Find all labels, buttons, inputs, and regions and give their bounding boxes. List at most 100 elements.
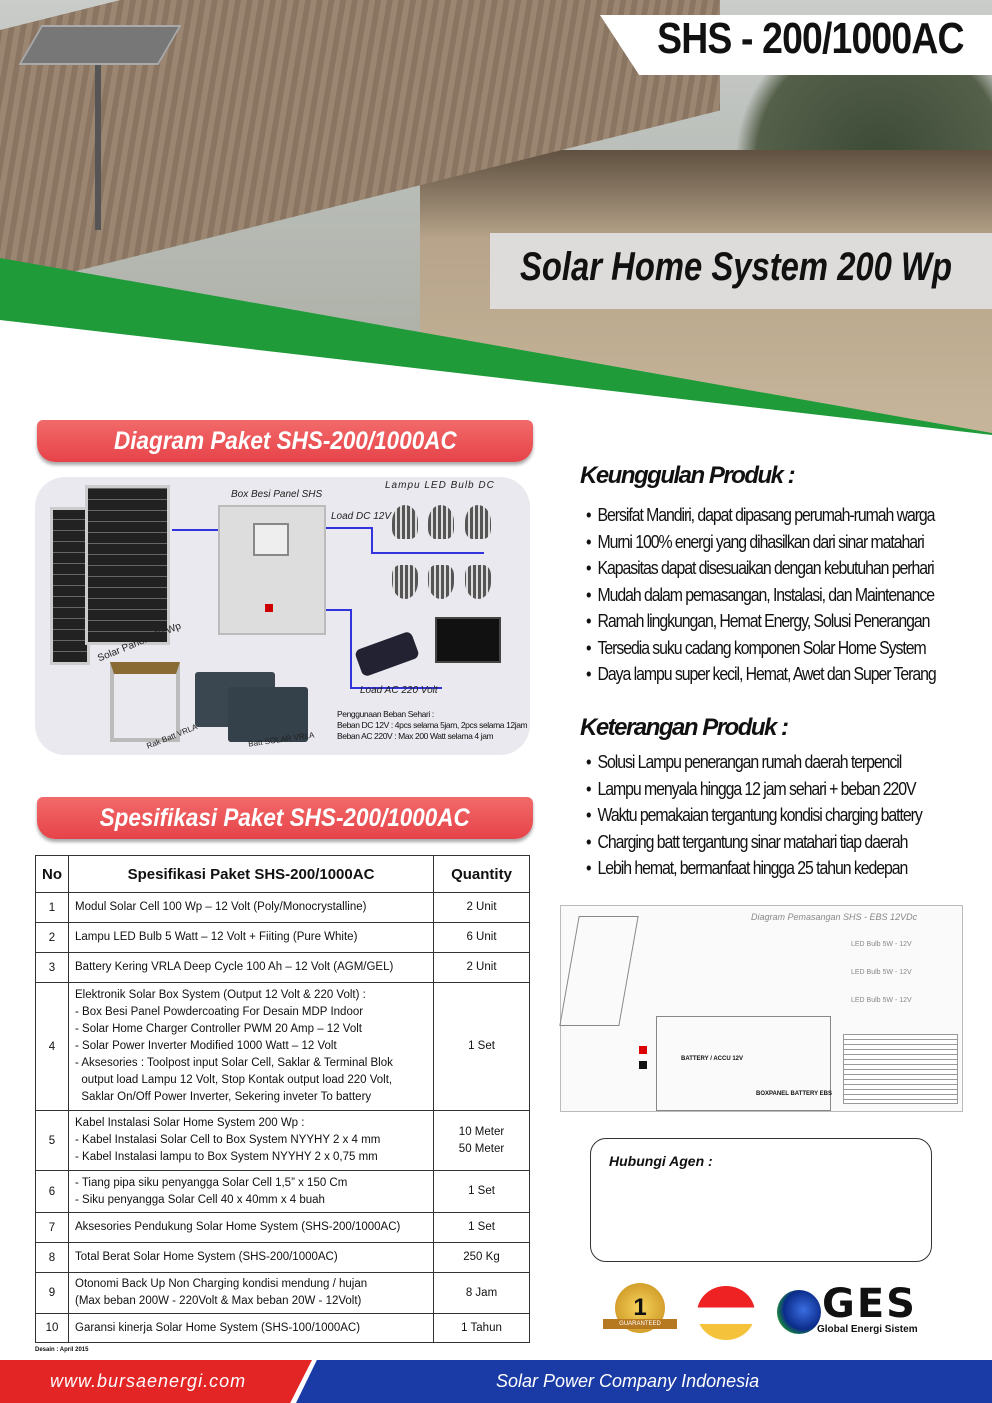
solar-cell-drawing	[559, 916, 639, 1026]
col-no: No	[35, 855, 69, 893]
advantages-list: Bersifat Mandiri, dapat dipasang perumah…	[586, 505, 983, 691]
installation-diagram: Diagram Pemasangan SHS - EBS 12VDc BATTE…	[559, 905, 963, 1112]
indonesia-product-logo	[697, 1286, 755, 1340]
battery-label: BATTERY / ACCU 12V	[681, 1056, 744, 1062]
box-label: Box Besi Panel SHS	[231, 489, 323, 500]
table-row: 10 Garansi kinerja Solar Home System (SHS…	[35, 1313, 530, 1343]
spec-line: - Solar Home Charger Controller PWM 20 A…	[75, 1023, 362, 1035]
guarantee-ribbon: GUARANTEED	[603, 1319, 677, 1329]
list-item: Lampu menyala hingga 12 jam sehari + beb…	[586, 779, 922, 806]
design-note: Desain : April 2015	[35, 1347, 89, 1353]
led-label: LED Bulb 5W - 12V	[851, 941, 912, 948]
row-spec: Aksesories Pendukung Solar Home System (…	[68, 1212, 434, 1243]
spec-line: - Aksesories : Toolpost input Solar Cell…	[75, 1057, 393, 1069]
led-label: LED Bulb 5W - 12V	[851, 969, 912, 976]
led-label: LED Bulb 5W - 12V	[851, 997, 912, 1004]
row-spec: Modul Solar Cell 100 Wp – 12 Volt (Poly/…	[68, 892, 434, 923]
qty-line: 6 Unit	[466, 931, 497, 943]
led-bulb-image	[392, 565, 418, 599]
spec-line: - Box Besi Panel Powdercoating For Desai…	[75, 1006, 364, 1018]
package-diagram: Solar Panel 100 Wp Box Besi Panel SHS La…	[35, 477, 530, 755]
row-no: 5	[35, 1110, 69, 1171]
list-item: Lebih hemat, bermanfaat hingga 25 tahun …	[586, 858, 922, 885]
load-ac-label: Load AC 220 Volt	[360, 685, 438, 696]
usage-line: Beban AC 220V : Max 200 Watt selama 4 ja…	[337, 731, 494, 741]
row-qty: 2 Unit	[433, 952, 530, 983]
usage-line: Penggunaan Beban Sehari :	[337, 709, 434, 719]
terminal-positive	[639, 1046, 647, 1054]
row-qty: 1 Set	[433, 1212, 530, 1243]
qty-line: 1 Set	[468, 1221, 495, 1233]
panel-box-image	[218, 505, 326, 635]
row-qty: 1 Set	[433, 1170, 530, 1213]
guarantee-logo: 1 GUARANTEED	[603, 1283, 677, 1341]
list-item: Kapasitas dapat disesuaikan dengan kebut…	[586, 558, 936, 585]
page-subtitle: Solar Home System 200 Wp	[520, 245, 953, 289]
spec-line: Elektronik Solar Box System (Output 12 V…	[75, 989, 366, 1001]
row-spec: Otonomi Back Up Non Charging kondisi men…	[68, 1272, 434, 1314]
install-title: Diagram Pemasangan SHS - EBS 12VDc	[751, 912, 918, 922]
usage-line: Beban DC 12V : 4pcs selama 5jam, 2pcs se…	[337, 720, 528, 730]
row-spec: Battery Kering VRLA Deep Cycle 100 Ah – …	[68, 952, 434, 983]
led-labels: LED Bulb 5W - 12V LED Bulb 5W - 12V LED …	[851, 931, 912, 1015]
row-no: 10	[35, 1313, 69, 1343]
footer-blue: Solar Power Company Indonesia	[296, 1360, 992, 1403]
legend-notes	[843, 1034, 958, 1104]
list-item: Bersifat Mandiri, dapat dipasang perumah…	[586, 505, 936, 532]
qty-line: 2 Unit	[466, 961, 497, 973]
spec-line: - Tiang pipa siku penyangga Solar Cell 1…	[75, 1176, 348, 1189]
spec-line: (Max beban 200W - 220Volt & Max beban 20…	[75, 1295, 362, 1307]
rooftop-solar-panel	[18, 25, 182, 65]
description-list: Solusi Lampu penerangan rumah daerah ter…	[586, 752, 968, 885]
row-spec: Elektronik Solar Box System (Output 12 V…	[68, 982, 434, 1111]
row-spec: Garansi kinerja Solar Home System (SHS-1…	[68, 1313, 434, 1343]
spec-line: Lampu LED Bulb 5 Watt – 12 Volt + Fiitin…	[75, 931, 358, 943]
spec-table: No Spesifikasi Paket SHS-200/1000AC Quan…	[35, 855, 530, 1343]
battery-rack-image	[110, 662, 180, 742]
led-bulb-image	[392, 505, 418, 539]
row-no: 7	[35, 1212, 69, 1243]
row-no: 6	[35, 1170, 69, 1213]
qty-line: 1 Set	[468, 1040, 495, 1052]
panel-pole	[95, 60, 101, 230]
spec-banner: Spesifikasi Paket SHS-200/1000AC	[37, 797, 533, 839]
website-link[interactable]: www.bursaenergi.com	[50, 1371, 247, 1391]
ges-full-name: Global Energi Sistem	[817, 1324, 918, 1335]
row-spec: Lampu LED Bulb 5 Watt – 12 Volt + Fiitin…	[68, 922, 434, 953]
usage-note: Penggunaan Beban Sehari : Beban DC 12V :…	[337, 709, 528, 742]
ges-logo-text: GES	[822, 1281, 917, 1327]
footer-red: www.bursaenergi.com	[0, 1360, 312, 1403]
controller-display	[253, 523, 289, 556]
agent-contact-box: Hubungi Agen :	[590, 1138, 932, 1262]
row-no: 1	[35, 892, 69, 923]
tv-image	[435, 617, 501, 663]
row-qty: 1 Set	[433, 982, 530, 1111]
qty-line: 250 Kg	[463, 1251, 500, 1263]
spec-line: output load Lampu 12 Volt, Stop Kontak o…	[75, 1074, 393, 1086]
qty-line: 1 Set	[468, 1185, 495, 1197]
row-spec: Kabel Instalasi Solar Home System 200 Wp…	[68, 1110, 434, 1171]
list-item: Waktu pemakaian tergantung kondisi charg…	[586, 805, 923, 832]
wire	[172, 529, 218, 531]
qty-line: 2 Unit	[466, 901, 497, 913]
list-item: Solusi Lampu penerangan rumah daerah ter…	[586, 752, 922, 779]
list-item: Charging batt tergantung sinar matahari …	[586, 832, 922, 859]
terminal-negative	[639, 1061, 647, 1069]
wire	[326, 527, 371, 529]
diagram-banner: Diagram Paket SHS-200/1000AC	[37, 420, 533, 462]
battery-image	[228, 687, 308, 742]
col-qty: Quantity	[433, 855, 530, 893]
page-title: SHS - 200/1000AC	[657, 14, 964, 63]
led-bulb-image	[465, 505, 491, 539]
table-header: No Spesifikasi Paket SHS-200/1000AC Quan…	[35, 855, 530, 893]
spec-line: Garansi kinerja Solar Home System (SHS-1…	[75, 1321, 361, 1334]
subtitle-box: Solar Home System 200 Wp	[490, 233, 992, 309]
spec-line: - Solar Power Inverter Modified 1000 Wat…	[75, 1040, 337, 1052]
spec-line: - Kabel Instalasi lampu to Box System NY…	[75, 1151, 378, 1163]
